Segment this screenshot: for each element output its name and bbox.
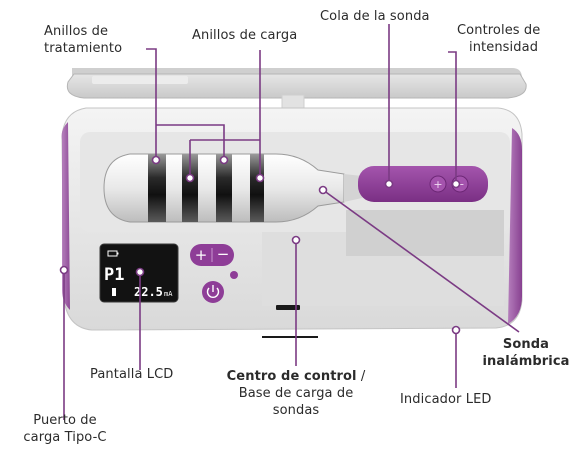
control-center: P1 22.5 mA + − [99, 243, 238, 303]
label-charging-rings: Anillos de carga [192, 28, 298, 43]
svg-text:−: − [217, 245, 230, 263]
plus-button[interactable]: + [195, 246, 208, 264]
treatment-ring-1 [148, 154, 166, 222]
power-icon [206, 285, 220, 298]
callout-dots [59, 155, 461, 335]
lcd-unit: mA [164, 290, 173, 298]
svg-text:+: + [195, 246, 208, 264]
label-usb-port: Puerto de carga Tipo-C [23, 413, 107, 445]
label-control-center: Centro de control / Base de carga de son… [226, 369, 366, 418]
label-lcd-screen: Pantalla LCD [90, 367, 174, 382]
charging-slot [276, 305, 300, 310]
led-dot [230, 271, 238, 279]
label-probe-tail: Cola de la sonda [320, 9, 430, 24]
callout-intensity [448, 51, 457, 184]
label-intensity-controls: Controles de intensidad [457, 23, 541, 55]
callout-lines [63, 24, 520, 420]
label-wireless-probe: Sonda inalámbrica [482, 337, 570, 369]
callout-treatment-rings [146, 48, 157, 160]
charging-ring-1 [182, 154, 198, 222]
case-shell [61, 107, 523, 338]
lcd-value: 22.5 [134, 285, 163, 299]
lcd-mode: P1 [104, 265, 124, 285]
battery-icon [107, 250, 119, 257]
treatment-ring-2 [216, 154, 232, 222]
callout-treatment-rings-2 [156, 124, 225, 160]
svg-text:+: + [433, 178, 442, 191]
charging-ring-2 [250, 154, 264, 222]
label-treatment-rings: Anillos de tratamiento [44, 24, 123, 56]
minus-button[interactable]: − [217, 245, 230, 263]
probe-plus-button[interactable]: + [429, 175, 447, 193]
label-led-indicator: Indicador LED [400, 392, 492, 407]
power-button[interactable] [202, 281, 224, 303]
case-lid [66, 68, 527, 126]
callout-wireless-probe [322, 189, 520, 333]
